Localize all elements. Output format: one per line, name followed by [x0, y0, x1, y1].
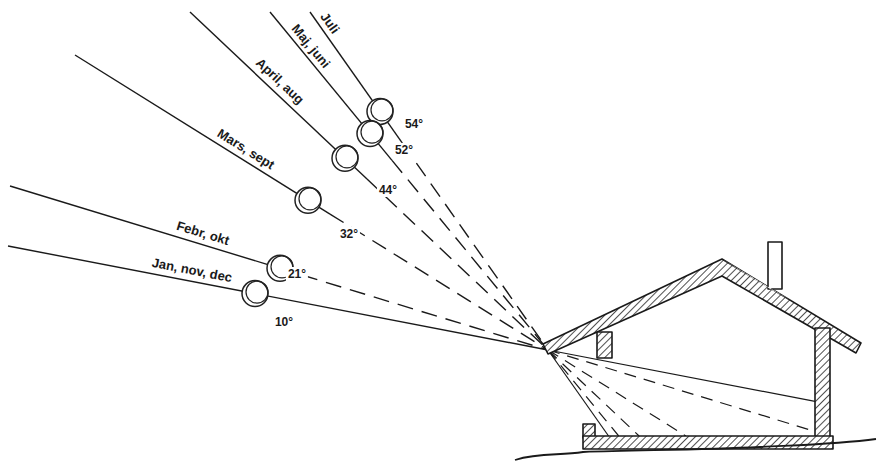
- month-label: Juli: [318, 10, 342, 36]
- floor-slab: [583, 436, 833, 449]
- sun: [357, 121, 383, 147]
- sun-ray-dashed: [367, 179, 548, 350]
- suns: [242, 98, 393, 306]
- sun-ray-dashed: [402, 143, 548, 350]
- angle-label: 21°: [286, 267, 308, 281]
- sun-ray: [8, 246, 548, 350]
- month-label: April, aug: [253, 56, 306, 107]
- roof-top: [722, 259, 790, 300]
- sun: [332, 145, 358, 171]
- sun-rays: [8, 12, 815, 436]
- month-label: Jan, nov, dec: [151, 256, 233, 284]
- sun: [242, 281, 268, 307]
- sun-ray-inside: [548, 350, 609, 436]
- sun-ray-inside: [548, 350, 815, 431]
- sun-ray: [75, 55, 330, 214]
- sun-ray-dashed: [302, 275, 548, 350]
- angle-label: 10°: [273, 315, 295, 329]
- right-wall: [815, 328, 830, 438]
- sun-ray-inside: [548, 350, 815, 401]
- sun: [295, 187, 321, 213]
- month-label: Febr, okt: [175, 219, 231, 247]
- angle-label: 52°: [393, 143, 415, 157]
- left-wall: [597, 332, 612, 358]
- angle-label: 32°: [338, 227, 360, 241]
- ground-line: [515, 439, 876, 460]
- roof: [543, 259, 861, 354]
- sun-ray-inside: [548, 350, 619, 436]
- chimney: [768, 242, 782, 289]
- angle-label: 44°: [377, 183, 399, 197]
- sun-ray-dashed: [392, 160, 548, 350]
- house: [515, 242, 876, 460]
- sun-ray-inside: [548, 350, 639, 436]
- angle-label: 54°: [403, 117, 425, 131]
- sun-ray: [190, 12, 367, 179]
